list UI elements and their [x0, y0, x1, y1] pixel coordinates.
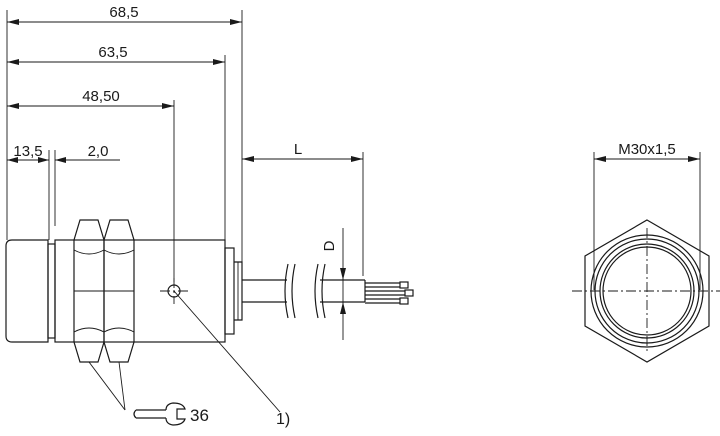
- note-1-label: 1): [276, 411, 290, 428]
- wrench-callout: 36: [133, 402, 209, 426]
- lock-nuts: [73, 219, 135, 363]
- led-indicator: [160, 278, 190, 304]
- dimension-label-face-length: 13,5: [13, 143, 42, 160]
- dimension-label-gap: 2,0: [88, 143, 109, 160]
- dimension-cable-diameter: D: [321, 228, 346, 340]
- dimension-body-length: 63,5: [7, 44, 225, 65]
- extension-lines: [6, 10, 364, 282]
- dimension-label-cable-diameter: D: [321, 240, 338, 251]
- wrench-icon: [133, 402, 186, 426]
- dimension-label-overall-length: 68,5: [109, 4, 138, 21]
- sensor-front-view: M30x1,5: [572, 141, 720, 363]
- dimension-cable-length: L: [242, 141, 363, 162]
- cable: [242, 263, 414, 319]
- dimension-led-position: 48,50: [7, 88, 174, 109]
- dimension-face-length: 13,5: [7, 143, 49, 163]
- dimension-gap: 2,0: [55, 143, 120, 163]
- wrench-size-label: 36: [190, 406, 209, 425]
- dimension-label-led-position: 48,50: [82, 88, 120, 105]
- sensor-side-view: [5, 239, 243, 343]
- dimension-overall-length: 68,5: [7, 4, 242, 25]
- dimension-label-body-length: 63,5: [98, 44, 127, 61]
- dimension-label-thread: M30x1,5: [618, 141, 676, 158]
- dimension-label-cable-length: L: [294, 141, 302, 158]
- leaders: [88, 290, 281, 413]
